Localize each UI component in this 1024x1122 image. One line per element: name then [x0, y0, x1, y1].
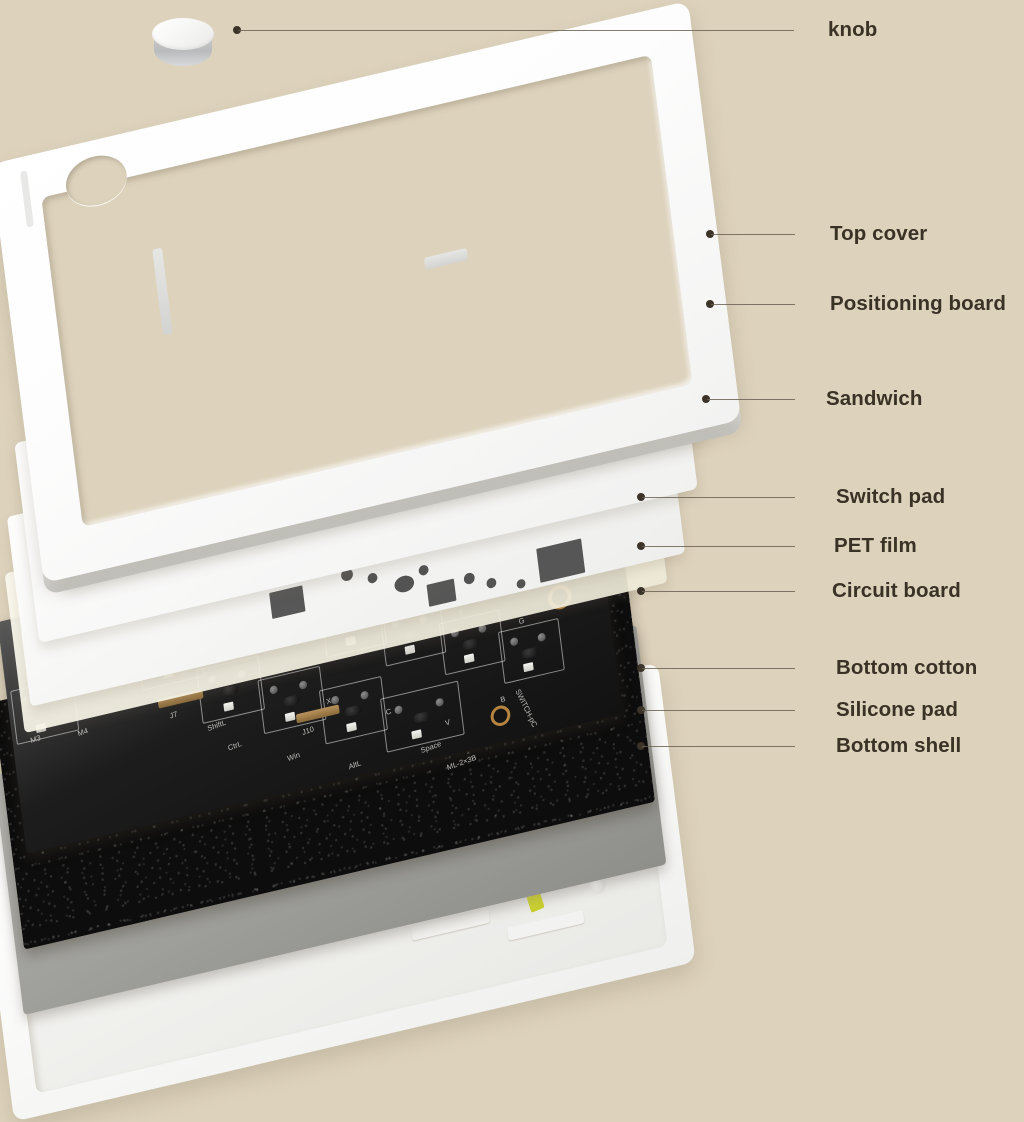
callout-dot-icon: [637, 587, 645, 595]
leader-line: [642, 746, 795, 747]
callout-label: Bottom shell: [836, 734, 962, 757]
leader-line: [707, 399, 795, 400]
callout-label: Top cover: [830, 222, 928, 245]
callout-dot-icon: [702, 395, 710, 403]
callout-dot-icon: [637, 742, 645, 750]
callout-label: knob: [828, 18, 878, 41]
leader-line: [642, 497, 795, 498]
callout-dot-icon: [637, 493, 645, 501]
callout-label: Sandwich: [826, 387, 923, 410]
callout-label: Silicone pad: [836, 698, 958, 721]
callout-dot-icon: [706, 230, 714, 238]
leader-line: [238, 30, 794, 31]
callout-label: PET film: [834, 534, 917, 557]
callout-dot-icon: [706, 300, 714, 308]
callout-dot-icon: [637, 542, 645, 550]
callout-label: Positioning board: [830, 292, 1006, 315]
callout-dot-icon: [233, 26, 241, 34]
leader-line: [711, 304, 795, 305]
callout-label: Switch pad: [836, 485, 946, 508]
leader-line: [642, 546, 795, 547]
leader-line: [642, 710, 795, 711]
leader-line: [642, 668, 795, 669]
callout-label: Circuit board: [832, 579, 961, 602]
knob: [152, 18, 214, 74]
callout-dot-icon: [637, 664, 645, 672]
leader-line: [642, 591, 795, 592]
callout-label: Bottom cotton: [836, 656, 978, 679]
callout-dot-icon: [637, 706, 645, 714]
leader-line: [711, 234, 795, 235]
